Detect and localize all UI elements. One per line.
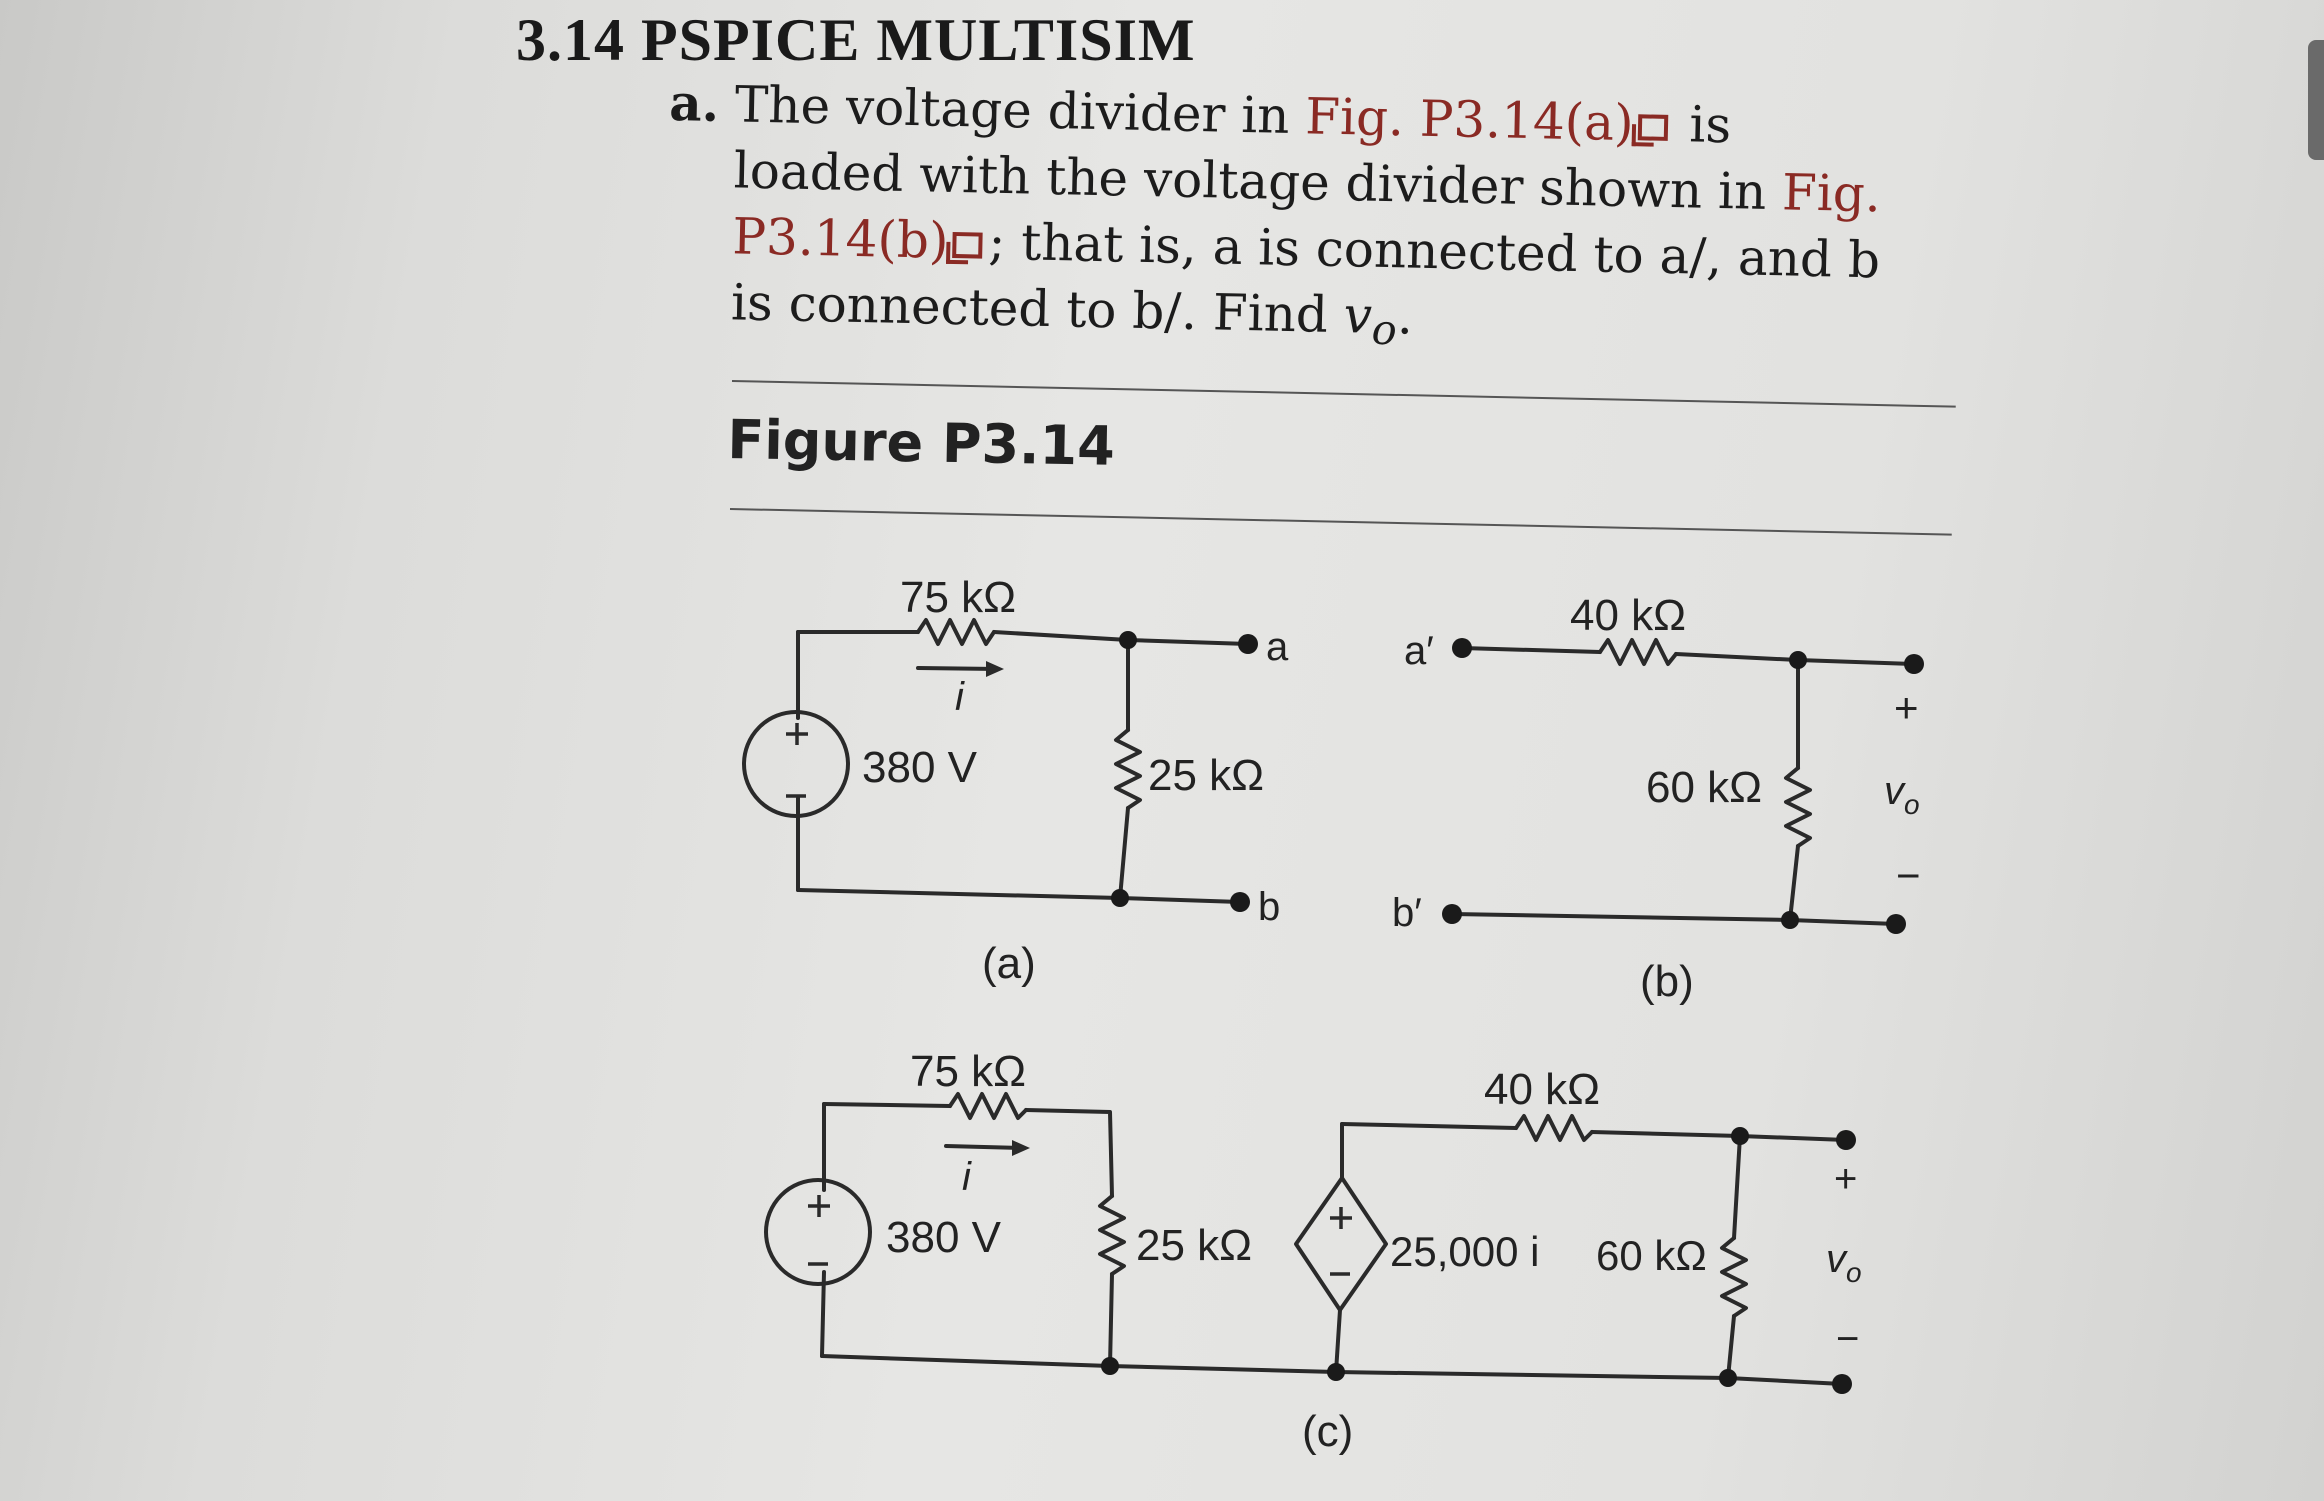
node-b-label: b <box>1258 885 1280 929</box>
resistor-60k-b <box>1784 766 1812 848</box>
caption-b: (b) <box>1640 957 1694 1006</box>
resistor-60k-b-label: 60 kΩ <box>1646 763 1762 812</box>
dependent-source-c-label: 25,000 i <box>1390 1228 1539 1275</box>
voltage-source-a <box>742 710 850 818</box>
resistor-25k-c-label: 25 kΩ <box>1136 1221 1252 1270</box>
resistor-60k-c-label: 60 kΩ <box>1596 1232 1707 1279</box>
resistor-75k-a <box>916 618 996 646</box>
scrollbar-thumb[interactable] <box>2308 40 2324 160</box>
resistor-75k-a-label: 75 kΩ <box>900 573 1016 622</box>
problem-heading: 3.14 PSPICE MULTISIM <box>516 7 1196 73</box>
source-380v-a-label: 380 V <box>862 743 978 792</box>
resistor-25k-a-label: 25 kΩ <box>1148 751 1264 800</box>
resistor-75k-c <box>948 1092 1028 1120</box>
resistor-25k-a <box>1114 728 1142 810</box>
resistor-40k-c <box>1514 1114 1594 1142</box>
resistor-25k-c <box>1098 1194 1126 1276</box>
vo-minus-c: − <box>1836 1317 1859 1361</box>
source-380v-c-label: 380 V <box>886 1213 1002 1262</box>
resistor-75k-c-label: 75 kΩ <box>910 1047 1026 1096</box>
resistor-40k-c-label: 40 kΩ <box>1484 1065 1600 1114</box>
caption-c: (c) <box>1302 1407 1353 1456</box>
resistor-40k-b <box>1598 638 1678 666</box>
node-a-label: a <box>1266 625 1289 669</box>
vo-b-label: vo <box>1884 769 1920 820</box>
vo-c-label: vo <box>1826 1237 1862 1288</box>
vo-plus-b: + <box>1894 684 1919 731</box>
current-i-c-label: i <box>962 1155 972 1199</box>
resistor-40k-b-label: 40 kΩ <box>1570 591 1686 640</box>
current-i-a-label: i <box>955 675 965 719</box>
vo-plus-c: + <box>1834 1157 1857 1201</box>
dependent-source-c <box>1294 1176 1388 1312</box>
node-b-prime-label: b′ <box>1392 891 1422 935</box>
voltage-source-c <box>764 1178 872 1286</box>
node-a-prime-label: a′ <box>1404 629 1434 673</box>
caption-a: (a) <box>982 939 1036 988</box>
resistor-60k-c <box>1720 1236 1748 1318</box>
vo-minus-b: − <box>1896 852 1921 899</box>
